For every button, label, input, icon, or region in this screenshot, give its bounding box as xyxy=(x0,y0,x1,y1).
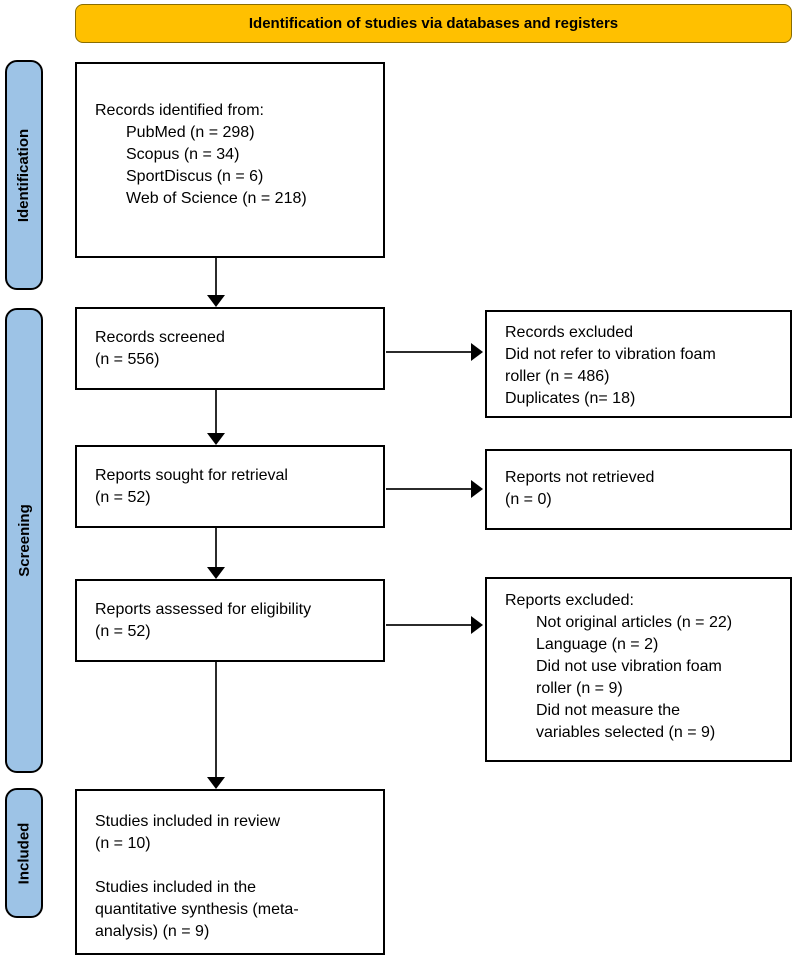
text-line: (n = 52) xyxy=(95,623,151,640)
arrow-shaft xyxy=(386,624,472,626)
arrow-head xyxy=(207,777,225,789)
text-line: (n = 52) xyxy=(95,489,151,506)
text-line: roller (n = 486) xyxy=(505,368,610,385)
text-line: Studies included in review xyxy=(95,813,280,830)
arrow-head xyxy=(207,567,225,579)
stage-label-text: Screening xyxy=(15,504,33,577)
text-line: Records excluded xyxy=(505,324,634,341)
stage-label-text: Included xyxy=(15,822,33,884)
arrow-down-icon xyxy=(207,390,225,445)
text-line: quantitative synthesis (meta- xyxy=(95,901,299,918)
text-line: Records screened xyxy=(95,329,225,346)
arrow-right-icon xyxy=(386,480,483,498)
text-line: Did not measure the xyxy=(536,702,681,719)
arrow-shaft xyxy=(215,662,217,778)
box-reports-not-retrieved: Reports not retrieved (n = 0) xyxy=(485,449,792,530)
text-line: Reports excluded: xyxy=(505,592,634,609)
arrow-head xyxy=(207,433,225,445)
box-reports-sought-for-retrieval: Reports sought for retrieval (n = 52) xyxy=(75,445,385,528)
arrow-shaft xyxy=(215,390,217,434)
stage-label-screening: Screening xyxy=(5,308,43,773)
text-line: Duplicates (n= 18) xyxy=(505,390,636,407)
box-studies-included: Studies included in review (n = 10) Stud… xyxy=(75,789,385,955)
text-line: variables selected (n = 9) xyxy=(536,724,716,741)
text-line: (n = 556) xyxy=(95,351,160,368)
banner-identification-of-studies: Identification of studies via databases … xyxy=(75,4,792,43)
arrow-head xyxy=(471,616,483,634)
box-records-identified: Records identified from: PubMed (n = 298… xyxy=(75,62,385,258)
text-line: Reports not retrieved xyxy=(505,469,655,486)
stage-label-included: Included xyxy=(5,788,43,918)
box-reports-assessed-for-eligibility: Reports assessed for eligibility (n = 52… xyxy=(75,579,385,662)
arrow-shaft xyxy=(386,488,472,490)
text-line: Language (n = 2) xyxy=(536,636,659,653)
text-line: Not original articles (n = 22) xyxy=(536,614,733,631)
arrow-down-icon xyxy=(207,258,225,307)
stage-label-identification: Identification xyxy=(5,60,43,290)
arrow-shaft xyxy=(215,528,217,568)
text-line: SportDiscus (n = 6) xyxy=(126,168,264,185)
arrow-down-icon xyxy=(207,662,225,789)
text-line: Reports assessed for eligibility xyxy=(95,601,312,618)
text-line: Did not use vibration foam xyxy=(536,658,722,675)
text-line: Did not refer to vibration foam xyxy=(505,346,716,363)
arrow-shaft xyxy=(386,351,472,353)
text-line: Records identified from: xyxy=(95,102,264,119)
text-line: roller (n = 9) xyxy=(536,680,623,697)
banner-label: Identification of studies via databases … xyxy=(248,15,619,32)
text-line: Scopus (n = 34) xyxy=(126,146,240,163)
box-reports-excluded: Reports excluded: Not original articles … xyxy=(485,577,792,762)
arrow-head xyxy=(207,295,225,307)
arrow-shaft xyxy=(215,258,217,296)
text-line: (n = 0) xyxy=(505,491,552,508)
text-line: PubMed (n = 298) xyxy=(126,124,255,141)
arrow-right-icon xyxy=(386,616,483,634)
arrow-down-icon xyxy=(207,528,225,579)
arrow-head xyxy=(471,480,483,498)
text-line: Studies included in the xyxy=(95,879,256,896)
arrow-head xyxy=(471,343,483,361)
text-line: Web of Science (n = 218) xyxy=(126,190,307,207)
text-line: Reports sought for retrieval xyxy=(95,467,288,484)
text-line xyxy=(95,855,375,877)
arrow-right-icon xyxy=(386,343,483,361)
box-records-excluded: Records excluded Did not refer to vibrat… xyxy=(485,310,792,418)
text-line: analysis) (n = 9) xyxy=(95,923,210,940)
stage-label-text: Identification xyxy=(15,128,33,222)
box-records-screened: Records screened (n = 556) xyxy=(75,307,385,390)
text-line: (n = 10) xyxy=(95,835,151,852)
